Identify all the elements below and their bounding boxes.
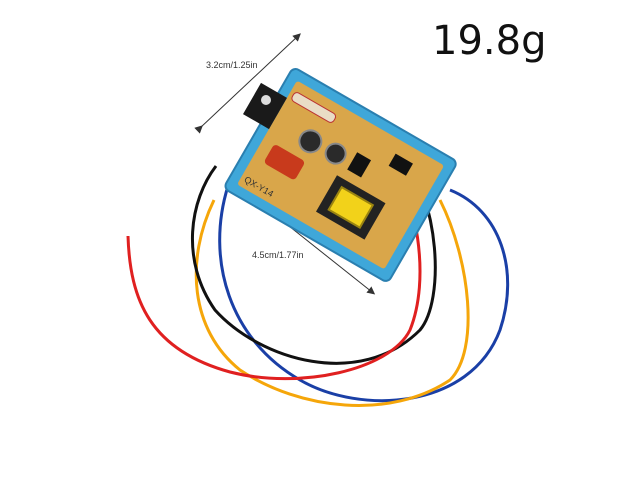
resistor <box>291 92 337 123</box>
power-board: QX-Y14 <box>224 68 457 282</box>
film-capacitor <box>264 145 305 180</box>
mosfet <box>243 82 287 130</box>
transformer-core <box>327 185 375 230</box>
yellow-wire <box>194 199 470 407</box>
diode <box>388 153 413 176</box>
capacitor <box>324 142 347 165</box>
chip <box>347 152 372 178</box>
black-wire <box>190 149 437 365</box>
weight-label: 19.8g <box>432 18 547 64</box>
capacitor <box>298 129 323 154</box>
pcb <box>238 81 444 269</box>
width-dimension-arrow <box>194 33 301 134</box>
blue-wire <box>218 185 510 403</box>
